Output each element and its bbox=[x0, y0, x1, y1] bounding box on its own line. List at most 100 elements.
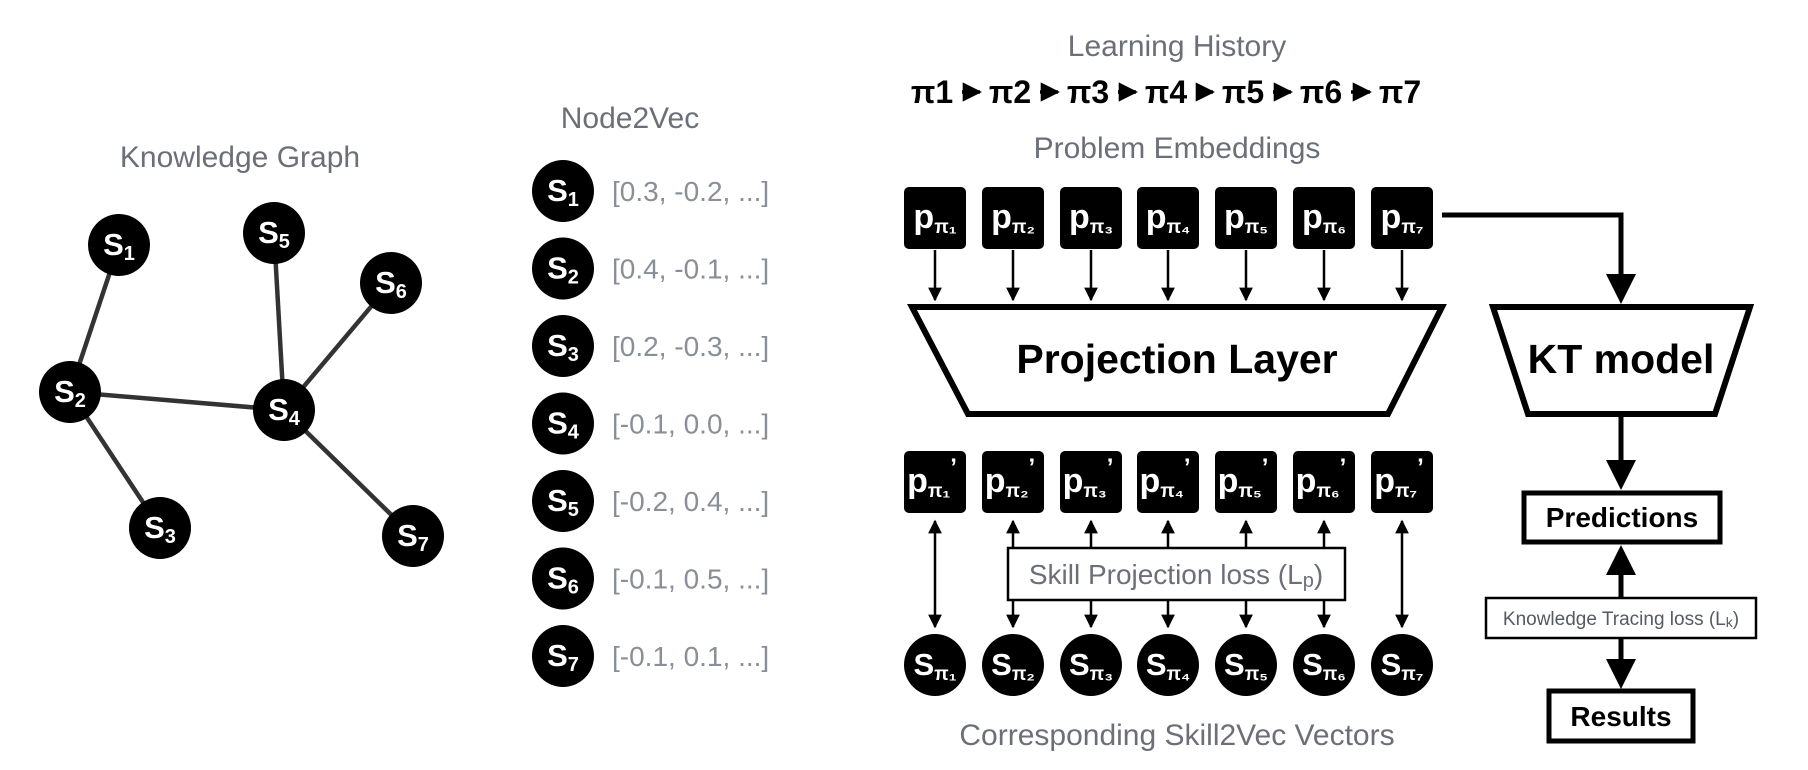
node-circle bbox=[532, 392, 594, 455]
graph-node-s2: S2 bbox=[39, 361, 101, 423]
embedding-box-bg bbox=[1215, 187, 1277, 249]
embedding-vector: [-0.1, 0.0, ...] bbox=[612, 409, 769, 440]
embedding-box-bg bbox=[904, 451, 966, 513]
node2vec-row: S2 [0.4, -0.1, ...] bbox=[532, 237, 769, 300]
embedding-box-bg bbox=[1137, 451, 1199, 513]
problem-embedding-box: pπ₆ bbox=[1293, 187, 1355, 249]
node-label: pπ₇ bbox=[1381, 198, 1424, 238]
loss-arrows bbox=[928, 519, 1409, 629]
problem-embedding-box: pπ₁ bbox=[904, 187, 966, 249]
node2vec-row: S4 [-0.1, 0.0, ...] bbox=[532, 392, 769, 455]
node-circle bbox=[129, 497, 191, 559]
problem-embedding-box: pπ₃ bbox=[1060, 187, 1122, 249]
node-label: pπ₇’ bbox=[1374, 454, 1424, 502]
node-label: pπ₅ bbox=[1224, 198, 1268, 238]
node-label: S7 bbox=[547, 638, 579, 676]
projected-embedding-box: pπ₄’ bbox=[1137, 451, 1199, 513]
node-circle bbox=[243, 202, 305, 264]
embedding-box-bg bbox=[1293, 451, 1355, 513]
embedding-box-bg bbox=[982, 187, 1044, 249]
projected-embedding-box: pπ₁’ bbox=[904, 451, 966, 513]
problem-embedding-box: pπ₅ bbox=[1215, 187, 1277, 249]
embedding-box-bg bbox=[904, 187, 966, 249]
projection-trapezoid bbox=[907, 304, 1447, 417]
problem-embedding-box: pπ₇ bbox=[1371, 187, 1433, 249]
node-label: pπ₃’ bbox=[1063, 454, 1114, 502]
knowledge-tracing-loss-box bbox=[1484, 596, 1758, 640]
projected-embeddings-row: pπ₁’ pπ₂’ pπ₃’ pπ₄’ pπ₅’ pπ₆’ pπ₇’ bbox=[904, 451, 1433, 513]
projected-embedding-box: pπ₅’ bbox=[1215, 451, 1277, 513]
node-label: pπ₆ bbox=[1302, 198, 1346, 238]
node-label: S4 bbox=[268, 392, 301, 430]
skill-projection-loss-box bbox=[1006, 546, 1347, 602]
node2vec-list: S1[0.3, -0.2, ...] S2 [0.4, -0.1, ...] S3[0… bbox=[532, 160, 769, 687]
skill-vector-node: Sπ₄ bbox=[1137, 634, 1199, 696]
node-label: S7 bbox=[397, 518, 429, 556]
skill-vector-node: Sπ₃ bbox=[1060, 634, 1122, 696]
sequence-item: π1 bbox=[911, 74, 953, 110]
skill-vector-node: Sπ₅ bbox=[1215, 634, 1277, 696]
node-label: S2 bbox=[547, 251, 579, 289]
embedding-box-bg bbox=[982, 451, 1044, 513]
embedding-vector: [0.2, -0.3, ...] bbox=[612, 331, 769, 362]
graph-node-s1: S1 bbox=[88, 214, 150, 276]
node-label: Sπ₃ bbox=[1069, 647, 1113, 685]
node-circle bbox=[904, 634, 966, 696]
sequence-item: π7 bbox=[1379, 74, 1421, 110]
node-circle bbox=[1137, 634, 1199, 696]
node2vec-row: S1[0.3, -0.2, ...] bbox=[532, 160, 769, 222]
sequence-item: π4 bbox=[1145, 74, 1188, 110]
skill-vector-node: Sπ₁ bbox=[904, 634, 966, 696]
graph-node-s3: S3 bbox=[129, 497, 191, 559]
node-label: pπ₆’ bbox=[1296, 454, 1347, 502]
node-label: pπ₂’ bbox=[985, 454, 1035, 502]
embedding-box-bg bbox=[1137, 187, 1199, 249]
node-circle bbox=[532, 547, 594, 610]
node-label: S2 bbox=[54, 374, 86, 412]
node-circle bbox=[382, 505, 444, 567]
embedding-box-bg bbox=[1215, 451, 1277, 513]
node-label: pπ₄ bbox=[1146, 198, 1190, 238]
node-label: pπ₁ bbox=[913, 198, 956, 238]
embedding-vector: [0.4, -0.1, ...] bbox=[612, 254, 769, 285]
embedding-vector: [-0.2, 0.4, ...] bbox=[612, 486, 769, 517]
embedding-box-bg bbox=[1060, 451, 1122, 513]
sequence-item: π5 bbox=[1222, 74, 1264, 110]
node-label: S5 bbox=[258, 215, 290, 253]
node2vec-row: S7[-0.1, 0.1, ...] bbox=[532, 625, 769, 687]
node-label: S6 bbox=[375, 265, 407, 303]
node-label: pπ₁’ bbox=[907, 454, 957, 502]
node-label: S6 bbox=[547, 561, 579, 599]
node-circle bbox=[88, 214, 150, 276]
node-circle bbox=[532, 237, 594, 300]
node-label: S1 bbox=[103, 227, 135, 265]
embedding-vector: [-0.1, 0.5, ...] bbox=[612, 564, 769, 595]
projected-embedding-box: pπ₃’ bbox=[1060, 451, 1122, 513]
problem-embeddings-title: Problem Embeddings bbox=[1034, 132, 1321, 165]
node2vec-row: S3[0.2, -0.3, ...] bbox=[532, 315, 769, 377]
node-label: Sπ₅ bbox=[1224, 647, 1268, 685]
embedding-box-bg bbox=[1371, 187, 1433, 249]
projected-embedding-box: pπ₆’ bbox=[1293, 451, 1355, 513]
graph-node-s5: S5 bbox=[243, 202, 305, 264]
kt-model-trapezoid bbox=[1488, 304, 1755, 417]
node-circle bbox=[1215, 634, 1277, 696]
node-circle bbox=[253, 379, 315, 441]
node-circle bbox=[532, 315, 594, 377]
embedding-vector: [0.3, -0.2, ...] bbox=[612, 176, 769, 207]
knowledge-tracing-loss-label: Knowledge Tracing loss (Lk) bbox=[1503, 609, 1739, 630]
node2vec-panel: Node2Vec S1[0.3, -0.2, ...]S2[0.4, -0.1,… bbox=[532, 102, 769, 687]
embedding-arrows bbox=[928, 250, 1409, 302]
embedding-box-bg bbox=[1371, 451, 1433, 513]
results-label: Results bbox=[1570, 701, 1671, 732]
node-label: Sπ₄ bbox=[1146, 647, 1190, 685]
sequence-item: π2 bbox=[989, 74, 1031, 110]
node-label: S3 bbox=[144, 510, 176, 548]
node-label: S4 bbox=[547, 406, 580, 444]
to-kt-model-arrow bbox=[1442, 212, 1636, 304]
problem-embedding-box: pπ₂ bbox=[982, 187, 1044, 249]
